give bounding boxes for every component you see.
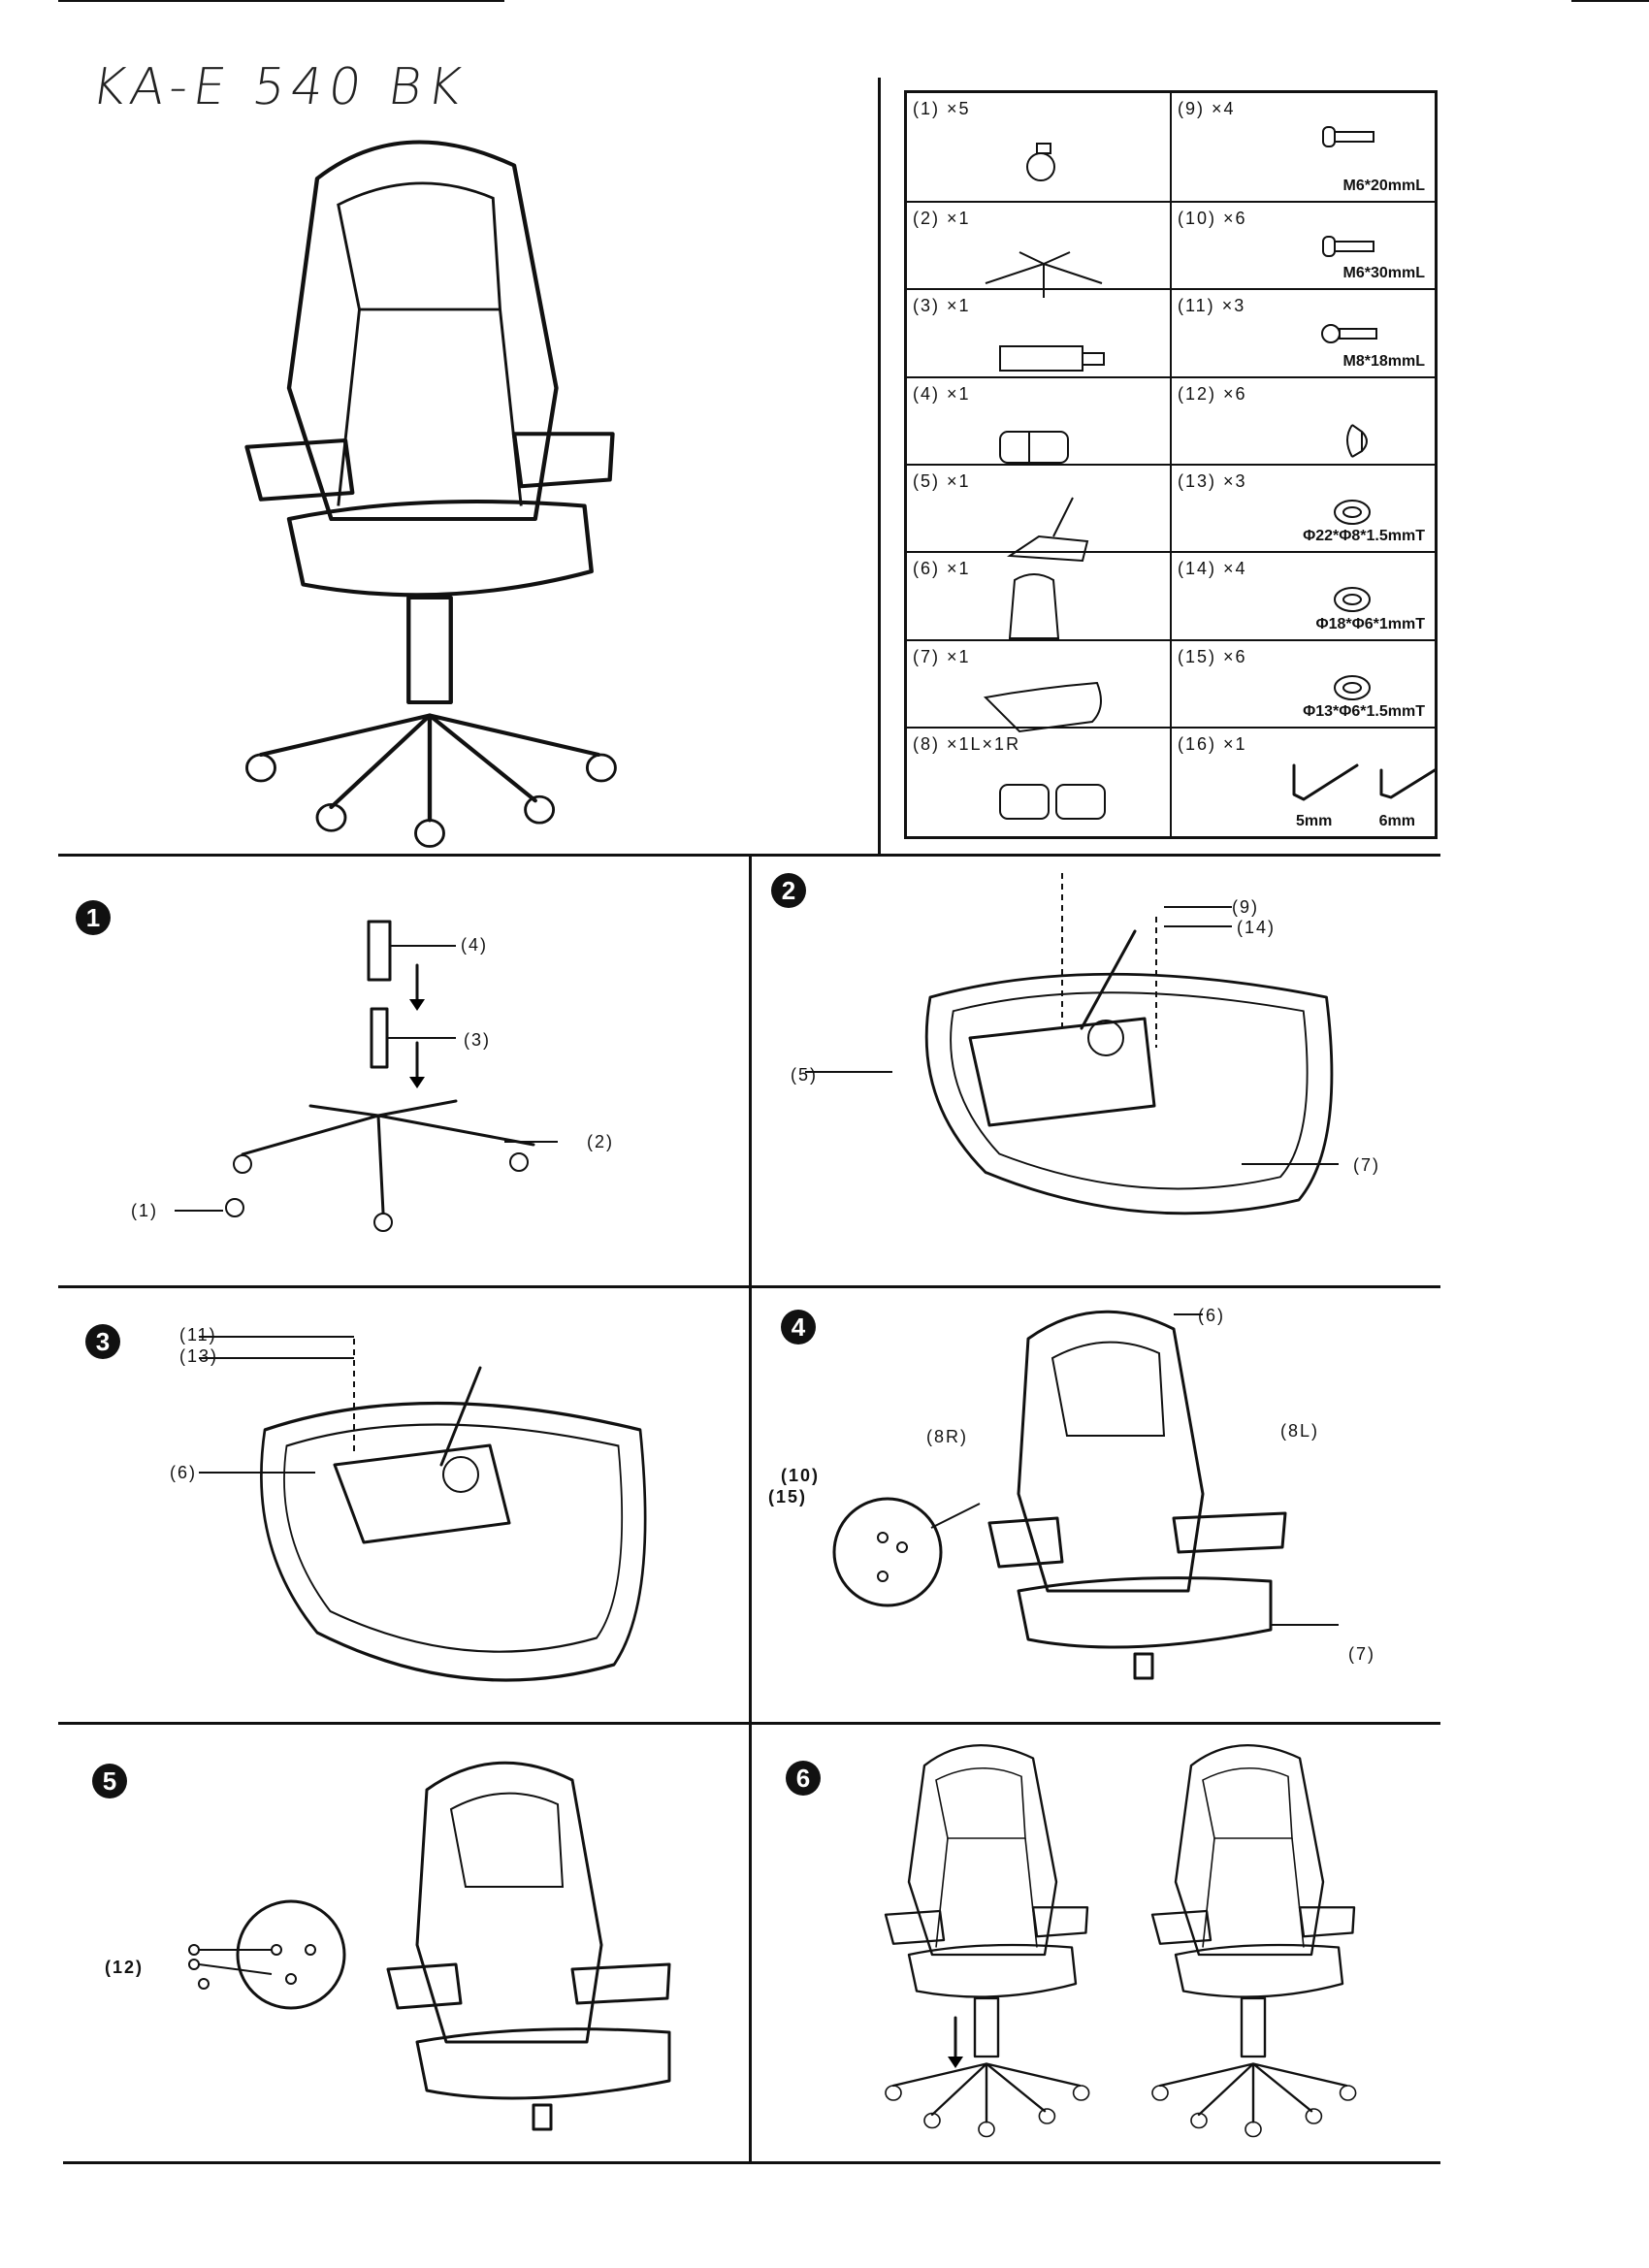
- part-spec: M8*18mmL: [1342, 352, 1425, 370]
- step6-chair-final-illustration: [1150, 1743, 1357, 2138]
- part-cell: (9) ×4 M6*20mmL: [1170, 90, 1438, 203]
- part-id-qty: (14) ×4: [1178, 559, 1247, 579]
- detail-magnifier-circle: [832, 1497, 981, 1607]
- part-id-qty: (8) ×1L×1R: [913, 734, 1021, 755]
- part-id-qty: (9) ×4: [1178, 99, 1236, 118]
- part-cell: (11) ×3 M8*18mmL: [1170, 288, 1438, 378]
- part-cell: (12) ×6: [1170, 375, 1438, 466]
- label: (7): [1353, 1155, 1380, 1175]
- part-cell: (13) ×3 Φ22*Φ8*1.5mmT: [1170, 463, 1438, 554]
- part-id-qty: (10) ×6: [1178, 208, 1247, 228]
- label: (3): [464, 1030, 491, 1050]
- part-spec: Φ13*Φ6*1.5mmT: [1303, 703, 1425, 721]
- handwritten-model-number: KA-E 540 BK: [87, 58, 470, 116]
- divider: [63, 2161, 1440, 2164]
- part-id-qty: (13) ×3: [1178, 470, 1247, 491]
- assembled-chair-illustration: [233, 126, 621, 844]
- label: (5): [791, 1065, 818, 1085]
- step-number: 1: [76, 900, 111, 935]
- label: (12): [105, 1958, 145, 1977]
- part-id-qty: (15) ×6: [1178, 646, 1247, 666]
- divider: [58, 1285, 1440, 1288]
- label: (6): [170, 1463, 197, 1482]
- key-size: 5mm: [1296, 813, 1333, 829]
- step-number: 4: [781, 1310, 816, 1345]
- label: (4): [461, 935, 488, 955]
- part-id-qty: (16) ×1: [1178, 734, 1247, 755]
- step2-mechanism-illustration: [805, 873, 1339, 1215]
- part-cell: (1) ×5: [904, 90, 1172, 203]
- label: (1): [131, 1201, 158, 1220]
- step3-backrest-attach-illustration: [199, 1336, 647, 1682]
- part-spec: M6*20mmL: [1342, 177, 1425, 194]
- step-number: 3: [85, 1324, 120, 1359]
- label: (11): [179, 1325, 217, 1345]
- label: (7): [1348, 1644, 1375, 1664]
- part-cell: (8) ×1L×1R: [904, 727, 1172, 839]
- part-spec: Φ22*Φ8*1.5mmT: [1303, 528, 1425, 545]
- divider: [58, 1722, 1440, 1725]
- step1-base-illustration: [175, 920, 558, 1232]
- part-id-qty: (11) ×3: [1178, 296, 1246, 316]
- label: (8R): [926, 1427, 968, 1446]
- divider: [749, 854, 752, 2163]
- step-number: 2: [771, 873, 806, 908]
- part-id-qty: (3) ×1: [913, 296, 971, 316]
- part-id-qty: (7) ×1: [913, 646, 971, 666]
- part-cell: (10) ×6 M6*30mmL: [1170, 200, 1438, 291]
- label: (2): [587, 1132, 614, 1151]
- key-size: 6mm: [1378, 813, 1415, 829]
- step-number: 5: [92, 1764, 127, 1798]
- step5-caps-illustration: [386, 1761, 671, 2131]
- part-id-qty: (6) ×1: [913, 559, 971, 579]
- label: (15): [768, 1487, 808, 1507]
- part-id-qty: (1) ×5: [913, 99, 971, 118]
- part-id-qty: (12) ×6: [1178, 383, 1247, 404]
- part-cell: (4) ×1: [904, 375, 1172, 466]
- part-cell: (3) ×1: [904, 288, 1172, 378]
- divider: [878, 78, 881, 854]
- label: (6): [1198, 1306, 1225, 1325]
- label: (9): [1232, 897, 1259, 917]
- part-id-qty: (4) ×1: [913, 383, 971, 404]
- part-cell: (6) ×1: [904, 551, 1172, 641]
- step4-armrest-illustration: [987, 1310, 1339, 1680]
- part-id-qty: (5) ×1: [913, 470, 971, 491]
- label: (13): [179, 1346, 219, 1366]
- label: (14): [1237, 918, 1277, 937]
- part-cell: (7) ×1: [904, 638, 1172, 732]
- step6-chair-lowered-illustration: [884, 1743, 1090, 2138]
- part-cell: (14) ×4 Φ18*Φ6*1mmT: [1170, 551, 1438, 641]
- parts-list-table: (1) ×5 (9) ×4 M6*20mmL (2) ×1 (10) ×6 M6*30mm…: [904, 90, 1438, 839]
- detail-magnifier-circle: [188, 1899, 346, 2010]
- part-spec: M6*30mmL: [1342, 265, 1425, 282]
- label: (10): [781, 1466, 821, 1485]
- part-cell: (5) ×1: [904, 463, 1172, 563]
- step-number: 6: [786, 1761, 821, 1796]
- label: (8L): [1280, 1421, 1320, 1441]
- part-cell: (15) ×6 Φ13*Φ6*1.5mmT: [1170, 638, 1438, 729]
- part-spec: Φ18*Φ6*1mmT: [1315, 615, 1425, 632]
- part-cell: (2) ×1: [904, 200, 1172, 298]
- part-cell: (16) ×1 5mm 6mm: [1170, 727, 1438, 839]
- part-id-qty: (2) ×1: [913, 208, 971, 228]
